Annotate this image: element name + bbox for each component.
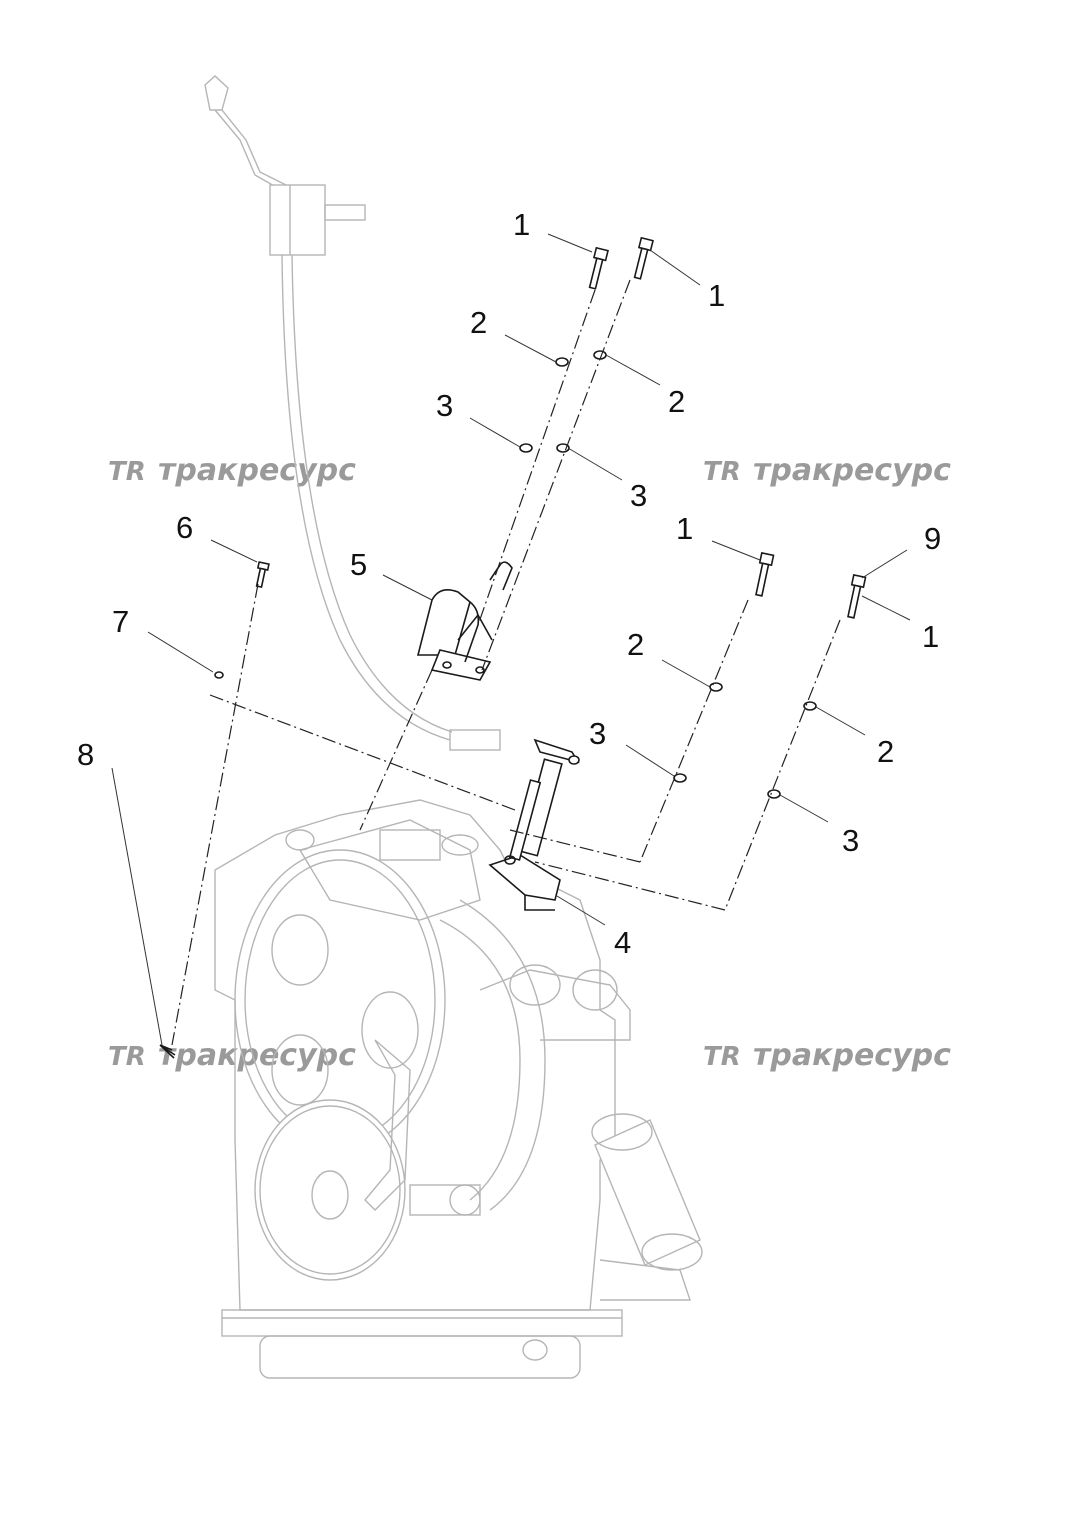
callout-9: 9 <box>924 521 941 556</box>
watermark-text: тракресурс <box>753 453 951 488</box>
watermark-text: тракресурс <box>158 453 356 488</box>
callout-1c: 1 <box>676 511 693 546</box>
bolt-1a <box>588 246 609 290</box>
pin-6 <box>255 561 270 589</box>
watermark-logo: TR <box>703 1042 741 1072</box>
cotter-pin-8 <box>159 1044 176 1059</box>
callout-2d: 2 <box>877 734 894 769</box>
callout-7: 7 <box>112 604 129 639</box>
callouts: 1 1 2 2 3 3 5 6 7 8 1 9 1 2 2 3 3 4 <box>77 207 941 960</box>
callout-5: 5 <box>350 547 367 582</box>
callout-4: 4 <box>614 925 631 960</box>
watermark-logo: TR <box>108 1042 146 1072</box>
callout-3b: 3 <box>630 478 647 513</box>
callout-3c: 3 <box>589 716 606 751</box>
callout-6: 6 <box>176 510 193 545</box>
watermark-top-right: TR тракресурс <box>703 453 951 488</box>
callout-1b: 1 <box>708 278 725 313</box>
callout-3d: 3 <box>842 823 859 858</box>
shift-lever-assembly <box>204 75 501 751</box>
callout-8: 8 <box>77 737 94 772</box>
bolt-1c <box>755 551 775 597</box>
watermark-top-left: TR тракресурс <box>108 453 356 488</box>
bracket-4 <box>488 738 580 911</box>
callout-1a: 1 <box>513 207 530 242</box>
callout-2c: 2 <box>627 627 644 662</box>
watermark-logo: TR <box>108 457 146 487</box>
bolt-9 <box>847 573 867 619</box>
bolt-1b <box>633 236 654 280</box>
leader-lines <box>111 233 911 1046</box>
assembly-lines <box>171 279 841 1046</box>
callout-2b: 2 <box>668 384 685 419</box>
watermark-bottom-right: TR тракресурс <box>703 1038 951 1073</box>
watermark-logo: TR <box>703 457 741 487</box>
callout-1d: 1 <box>922 619 939 654</box>
callout-2a: 2 <box>470 305 487 340</box>
callout-3a: 3 <box>436 388 453 423</box>
gearbox-housing <box>214 799 703 1379</box>
bracket-5 <box>416 561 513 681</box>
watermark-text: тракресурс <box>753 1038 951 1073</box>
